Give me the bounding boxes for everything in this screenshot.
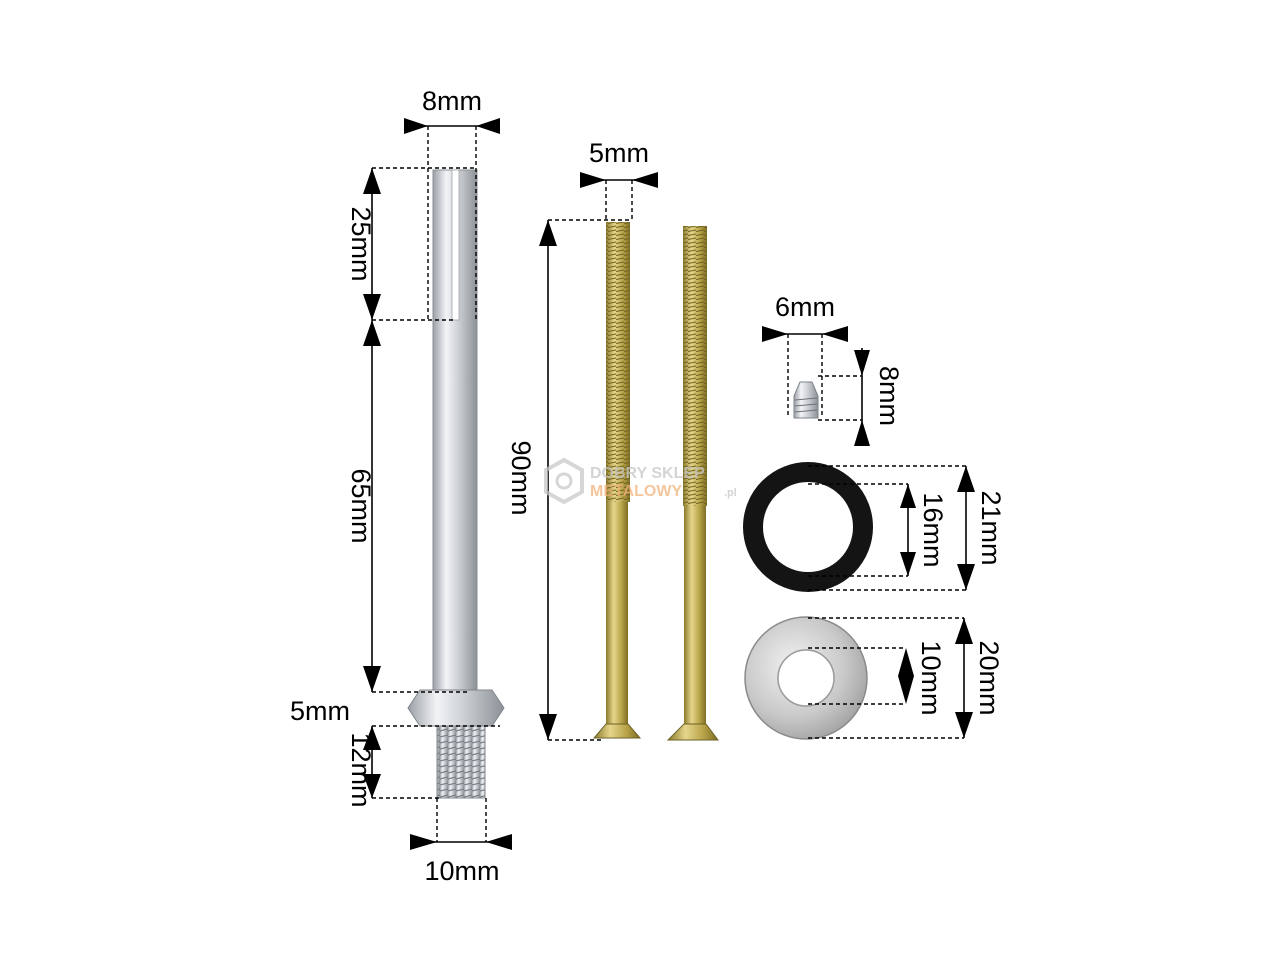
label-screw-5mm: 5mm bbox=[589, 138, 649, 168]
watermark: DOBRY SKLEP METALOWY .pl bbox=[544, 457, 737, 505]
screw-right bbox=[666, 226, 719, 741]
label-washer-20mm: 20mm bbox=[974, 640, 1004, 715]
hex-nut-logo-icon bbox=[544, 457, 584, 505]
washer-dimension-marks bbox=[808, 617, 973, 739]
label-spindle-65mm: 65mm bbox=[346, 468, 376, 543]
rubber-ring bbox=[743, 462, 873, 592]
label-screw-90mm: 90mm bbox=[506, 440, 536, 515]
grub-screw bbox=[793, 381, 819, 419]
label-spindle-8mm: 8mm bbox=[422, 86, 482, 116]
label-spindle-5mm: 5mm bbox=[290, 696, 350, 726]
spindle-thread bbox=[436, 725, 486, 799]
label-spindle-10mm: 10mm bbox=[424, 856, 499, 886]
screw-left bbox=[592, 222, 642, 739]
grub-screw-dimension-marks bbox=[762, 326, 870, 446]
rubber-ring-dimension-marks bbox=[808, 465, 975, 591]
spindle-dimension-marks bbox=[363, 118, 512, 850]
label-washer-10mm: 10mm bbox=[916, 640, 946, 715]
spindle bbox=[407, 169, 505, 799]
watermark-line2: METALOWY bbox=[590, 483, 682, 500]
watermark-suffix: .pl bbox=[724, 487, 737, 499]
spindle-slot bbox=[451, 169, 460, 321]
washer bbox=[744, 616, 868, 740]
label-grub-8mm: 8mm bbox=[874, 366, 904, 426]
label-ring-21mm: 21mm bbox=[976, 490, 1006, 565]
label-spindle-25mm: 25mm bbox=[346, 206, 376, 281]
label-ring-16mm: 16mm bbox=[918, 492, 948, 567]
label-spindle-12mm: 12mm bbox=[346, 732, 376, 807]
label-grub-6mm: 6mm bbox=[775, 292, 835, 322]
watermark-line1: DOBRY SKLEP bbox=[590, 465, 705, 482]
screw-dimension-marks bbox=[539, 172, 658, 741]
spindle-hex-nut bbox=[407, 689, 505, 727]
